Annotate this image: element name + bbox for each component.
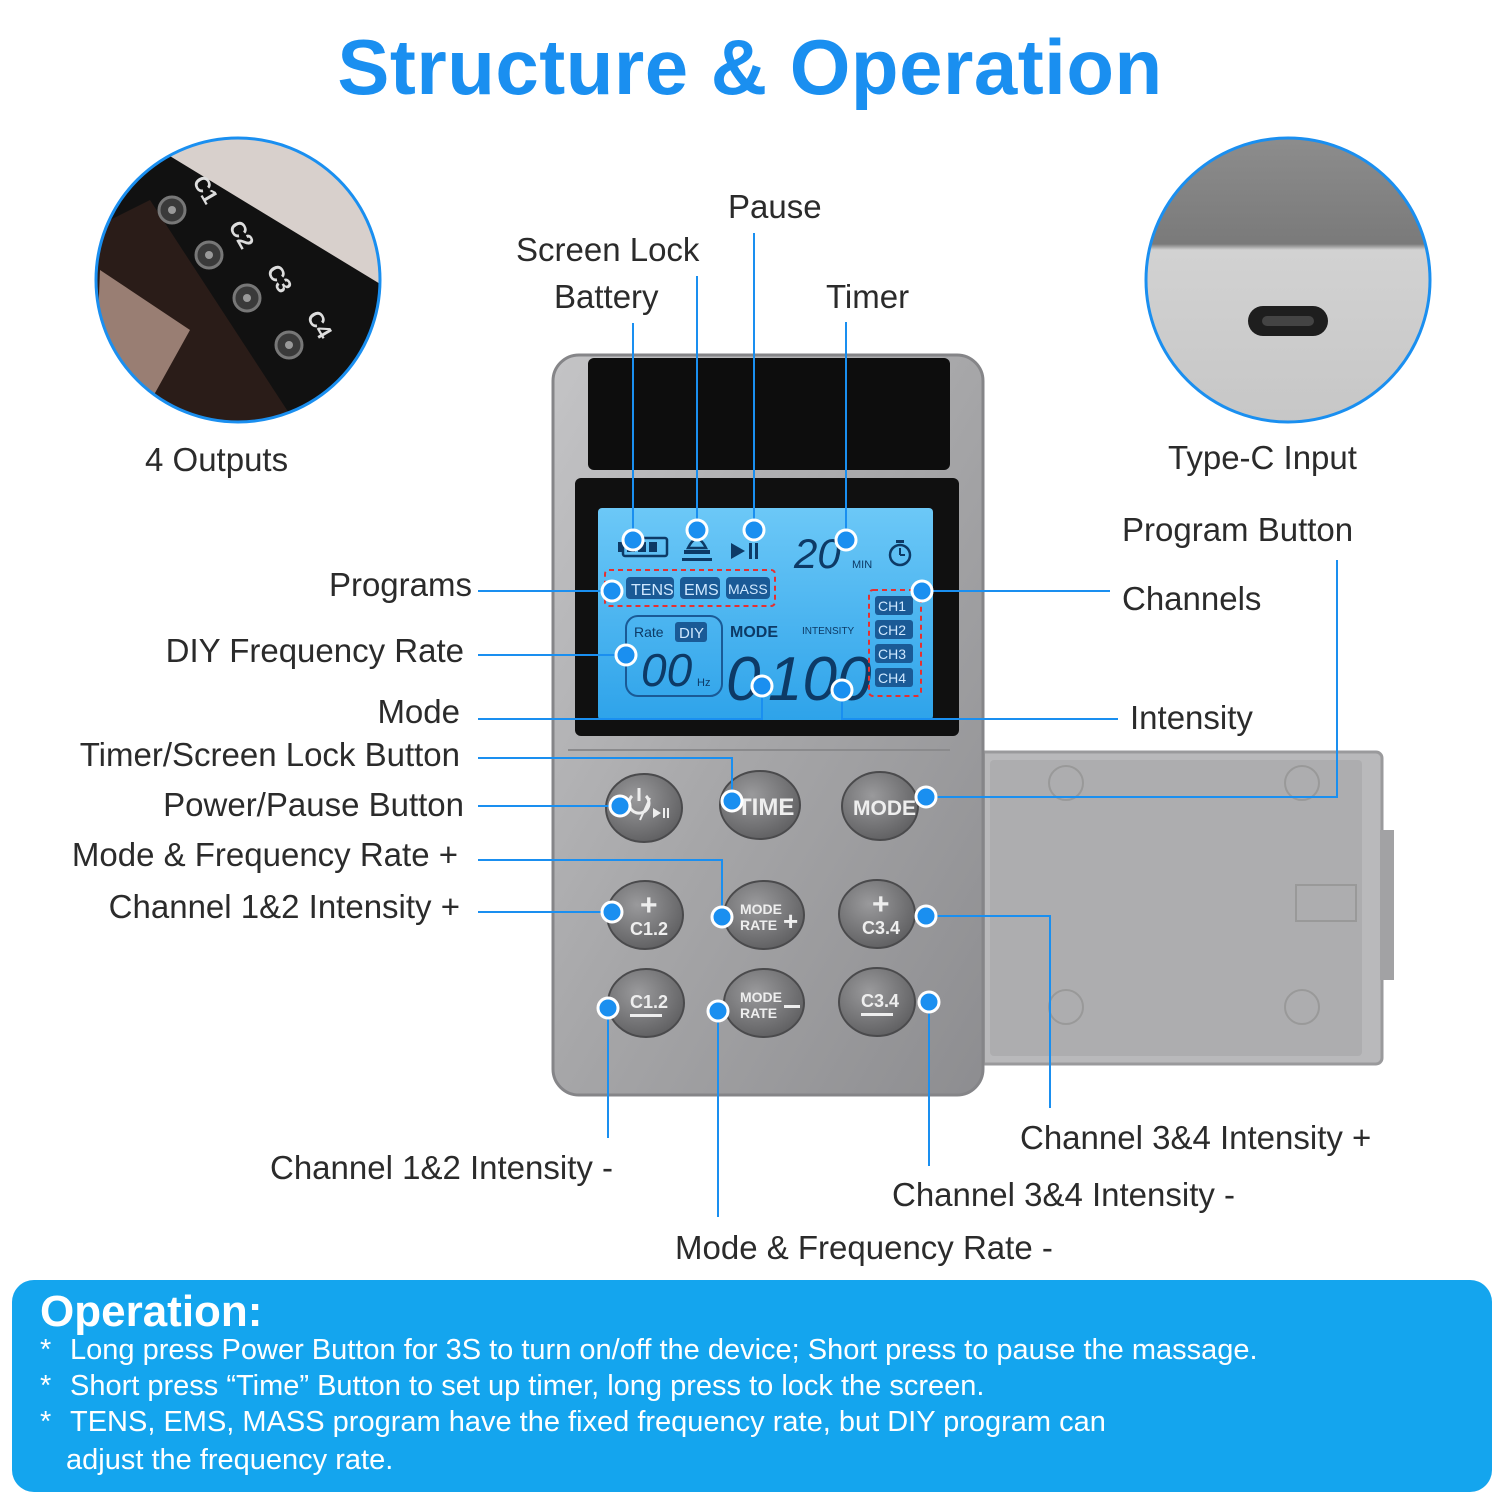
c12-plus-label: C1.2 (630, 919, 668, 939)
label-programs: Programs (328, 566, 472, 603)
lcd-timer-unit: MIN (852, 559, 872, 571)
lcd-channel-ch1: CH1 (878, 598, 906, 614)
c12-minus-label: C1.2 (630, 992, 668, 1012)
label-mode: Mode (377, 693, 460, 730)
label-intensity: Intensity (1130, 699, 1253, 736)
label-4-outputs: 4 Outputs (145, 441, 289, 478)
c12-minus-button[interactable]: C1.2 (607, 968, 685, 1038)
power-pause-button[interactable] (605, 773, 683, 843)
label-power-pause-button: Power/Pause Button (163, 786, 464, 823)
label-battery: Battery (554, 278, 659, 315)
lcd-program-mass: MASS (728, 581, 768, 597)
plus-icon: + (872, 888, 890, 921)
lcd-channel-ch2: CH2 (878, 622, 906, 638)
minus-icon (630, 1014, 662, 1017)
operation-line-2: * Short press “Time” Button to set up tim… (40, 1372, 984, 1401)
minus-icon (861, 1013, 893, 1016)
operation-line-4: adjust the frequency rate. (66, 1446, 393, 1475)
page-title: Structure & Operation (337, 23, 1163, 111)
leader-dots (596, 518, 941, 1023)
c34-plus-button[interactable]: + C3.4 (838, 879, 916, 949)
mode-rate-plus-top: MODE (740, 901, 782, 917)
c34-plus-label: C3.4 (862, 918, 900, 938)
lcd-intensity-label: INTENSITY (802, 626, 855, 637)
label-pause: Pause (728, 188, 822, 225)
time-button[interactable]: TIME (719, 770, 801, 840)
operation-text-4: adjust the frequency rate. (66, 1444, 394, 1476)
label-mode-rate-plus: Mode & Frequency Rate + (71, 836, 458, 873)
mode-button-label: MODE (853, 797, 916, 820)
operation-text-1: Long press Power Button for 3S to turn o… (70, 1334, 1258, 1366)
label-program-button: Program Button (1122, 511, 1354, 548)
type-c-photo (1144, 136, 1432, 424)
label-diy-frequency-rate: DIY Frequency Rate (165, 632, 464, 669)
lcd-timer-value: 20 (793, 530, 841, 577)
operation-text-2: Short press “Time” Button to set up time… (70, 1370, 985, 1402)
lcd-mode-label: MODE (730, 624, 778, 641)
lcd-program-tens: TENS (631, 582, 674, 599)
operation-panel: Operation: * Long press Power Button for … (12, 1280, 1492, 1492)
outputs-photo: C1 C2 C3 C4 (94, 136, 382, 424)
c34-minus-label: C3.4 (861, 991, 899, 1011)
label-mode-rate-minus: Mode & Frequency Rate - (675, 1229, 1053, 1266)
time-button-label: TIME (737, 794, 794, 821)
lcd-channel-ch4: CH4 (878, 670, 906, 686)
operation-text-3: TENS, EMS, MASS program have the fixed f… (70, 1406, 1106, 1438)
mode-rate-plus-bottom: RATE (740, 917, 777, 933)
operation-line-1: * Long press Power Button for 3S to turn … (40, 1336, 1258, 1365)
label-timer: Timer (826, 278, 910, 315)
mode-rate-minus-button[interactable]: MODE RATE (723, 968, 805, 1038)
operation-title: Operation: (40, 1287, 263, 1336)
bullet: * (40, 1370, 52, 1402)
tens-device: 20 MIN TENS EMS MASS Rate DIY 00 Hz MODE… (551, 353, 1394, 1097)
lcd-program-ems: EMS (684, 582, 719, 599)
lcd-diy-label: DIY (679, 625, 704, 642)
label-ch34-plus: Channel 3&4 Intensity + (1020, 1119, 1372, 1156)
label-ch12-minus: Channel 1&2 Intensity - (270, 1149, 614, 1186)
operation-line-3: * TENS, EMS, MASS program have the fixed … (40, 1408, 1106, 1437)
lcd-rate-unit: Hz (697, 677, 710, 689)
mode-rate-minus-top: MODE (740, 989, 782, 1005)
label-timer-screen-lock-button: Timer/Screen Lock Button (79, 736, 460, 773)
plus-icon: + (640, 889, 658, 922)
bullet: * (40, 1334, 52, 1366)
device-diagram: C1 C2 C3 C4 (94, 136, 1432, 1217)
label-ch12-plus: Channel 1&2 Intensity + (108, 888, 460, 925)
mode-rate-minus-bottom: RATE (740, 1005, 777, 1021)
mode-button[interactable]: MODE (841, 771, 919, 841)
plus-icon: + (783, 906, 798, 936)
label-screen-lock: Screen Lock (516, 231, 700, 268)
label-type-c-input: Type-C Input (1168, 439, 1357, 476)
lcd-intensity-value: 100 (768, 645, 871, 714)
lcd-channel-ch3: CH3 (878, 646, 906, 662)
stopwatch-icon (888, 540, 912, 567)
c12-plus-button[interactable]: + C1.2 (606, 880, 684, 950)
lcd-rate-label: Rate (634, 624, 664, 640)
minus-icon (784, 1005, 800, 1008)
label-channels: Channels (1122, 580, 1262, 617)
label-ch34-minus: Channel 3&4 Intensity - (892, 1176, 1236, 1213)
mode-rate-plus-button[interactable]: MODE RATE + (723, 880, 805, 950)
bullet: * (40, 1406, 52, 1438)
lcd-rate-value: 00 (641, 644, 693, 696)
c34-minus-button[interactable]: C3.4 (838, 967, 916, 1037)
